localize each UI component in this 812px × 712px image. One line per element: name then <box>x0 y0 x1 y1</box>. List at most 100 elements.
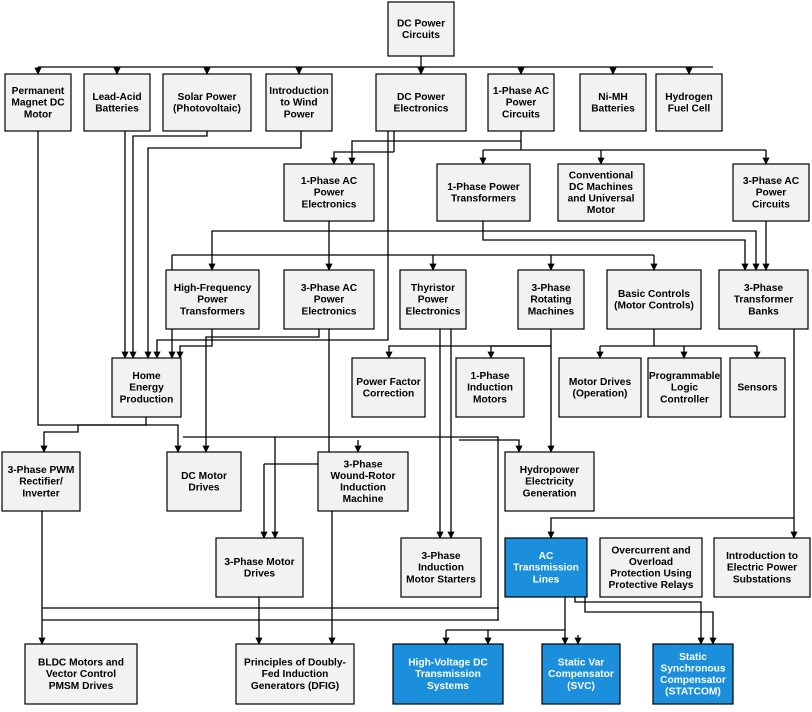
node-label-line: Electricity <box>525 477 574 488</box>
node-label-line: (Motor Controls) <box>614 301 694 312</box>
node-label-line: Transformers <box>451 194 516 205</box>
node-box <box>647 357 722 418</box>
node-label-line: Fuel Cell <box>668 104 711 115</box>
node-box <box>265 73 333 132</box>
node-label-line: AC <box>539 551 554 562</box>
node-label: Sensors <box>737 383 778 394</box>
node-label-line: Substations <box>733 574 792 585</box>
node-label-line: Motor Drives <box>569 377 632 388</box>
connector-line-23 <box>153 131 389 359</box>
node-label-line: Induction <box>340 483 386 494</box>
node-box <box>436 163 531 222</box>
node-label-line: Synchronous <box>660 663 725 674</box>
node-box <box>455 357 525 418</box>
node-label-line: Electric Power <box>727 563 797 574</box>
node-label-line: Vector Control <box>46 669 116 680</box>
node-label-line: and Universal <box>568 194 635 205</box>
node-label: Motor Drives(Operation) <box>569 377 632 400</box>
node-label-line: Overcurrent and <box>611 545 690 556</box>
node-label-line: Motor <box>587 205 615 216</box>
node-label-line: Programmable <box>649 371 721 382</box>
node-box <box>1 451 81 512</box>
node-label-line: Power <box>314 188 345 199</box>
node-label-line: Fed Induction <box>262 669 329 680</box>
node-sensors: Sensors <box>729 357 786 418</box>
node-motor-drives-op: Motor Drives(Operation) <box>558 357 642 418</box>
node-label-line: Power <box>756 188 787 199</box>
node-label-line: 1-Phase AC <box>301 176 358 187</box>
node-box <box>235 643 355 705</box>
node-label-line: Hydropower <box>520 465 579 476</box>
node-label-line: Power <box>506 98 537 109</box>
node-box <box>317 451 409 512</box>
node-label-line: Transmission <box>415 669 481 680</box>
node-label-line: Production <box>120 394 174 405</box>
connector-line-67 <box>584 597 717 645</box>
node-box <box>4 73 72 132</box>
node-label-line: Induction <box>418 563 464 574</box>
node-box <box>579 73 647 132</box>
node-label-line: Inverter <box>22 488 59 499</box>
node-label-line: Circuits <box>752 199 790 210</box>
node-label-line: 3-Phase Motor <box>224 557 294 568</box>
connector-line-16 <box>348 140 521 165</box>
node-label-line: (SVC) <box>567 681 595 692</box>
node-label-line: DC Power <box>397 92 445 103</box>
node-label-line: Compensator <box>548 669 614 680</box>
node-label-line: Magnet DC <box>11 98 65 109</box>
node-label-line: Drives <box>188 483 219 494</box>
connector-line-46 <box>487 345 551 359</box>
node-label-line: Drives <box>244 569 275 580</box>
node-label-line: Power Factor <box>356 377 421 388</box>
node-label-line: Lines <box>533 574 560 585</box>
node-box <box>718 269 809 330</box>
node-label-line: Static <box>679 652 707 663</box>
node-label-line: Correction <box>363 389 415 400</box>
node-label-line: Systems <box>427 681 469 692</box>
node-label-line: Power <box>284 109 315 120</box>
node-label-line: 3-Phase <box>343 459 382 470</box>
node-label-line: (STATCOM) <box>665 687 721 698</box>
node-label-line: (Photovoltaic) <box>173 104 241 115</box>
connector-line-37 <box>40 417 147 453</box>
node-box <box>729 357 786 418</box>
node-label-line: High-Frequency <box>174 283 252 294</box>
node-box <box>400 537 482 598</box>
node-label-line: High-Voltage DC <box>408 658 488 669</box>
node-label-line: Power <box>418 295 449 306</box>
node-label-line: Electronics <box>302 199 357 210</box>
node-label-line: Principles of Doubly- <box>244 658 346 669</box>
node-label-line: Ni-MH <box>598 92 627 103</box>
node-label-line: Machines <box>528 306 575 317</box>
node-box <box>351 357 426 418</box>
node-label-line: Home <box>132 371 161 382</box>
node-label-line: Introduction <box>269 86 328 97</box>
node-box <box>558 357 642 418</box>
node-label-line: Permanent <box>12 86 65 97</box>
node-label-line: Introduction to <box>726 551 798 562</box>
connector-line-22 <box>144 131 302 359</box>
connector-line-35 <box>202 329 320 453</box>
